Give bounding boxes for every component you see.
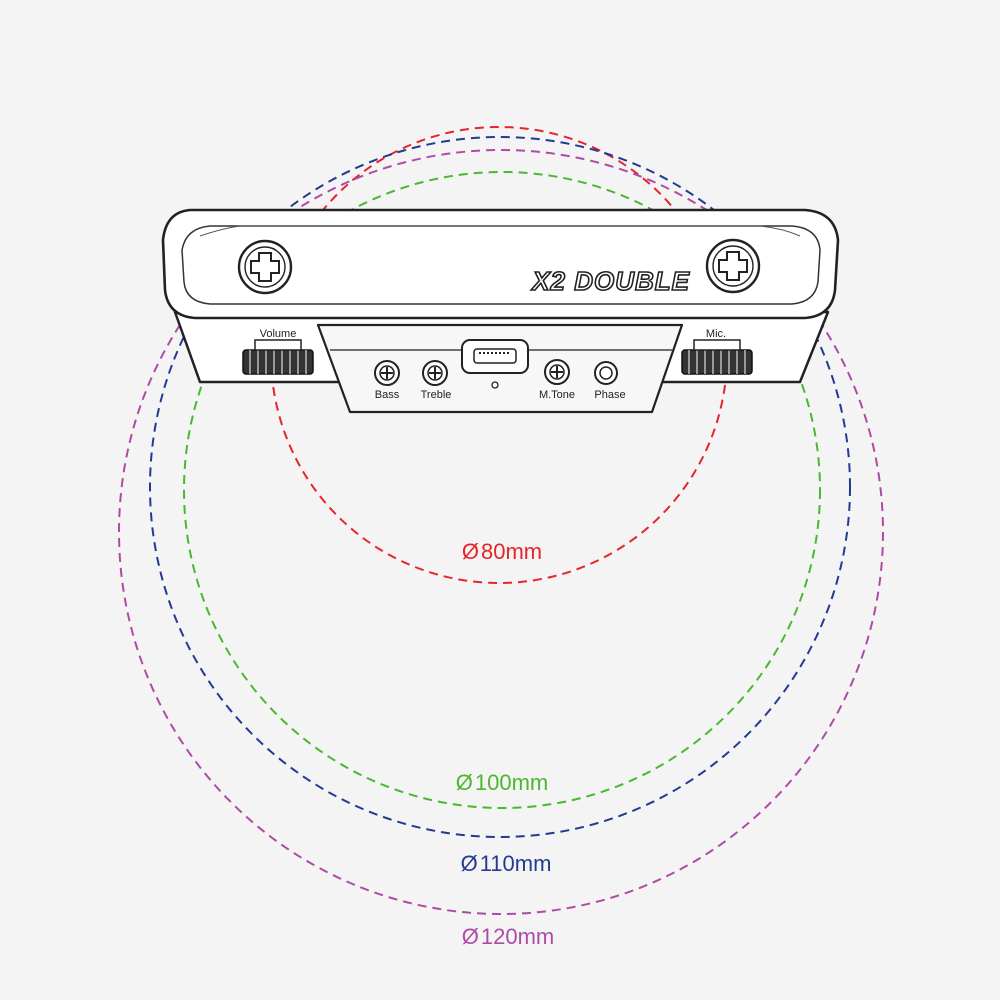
m-tone-label: M.Tone: [539, 389, 575, 401]
bass-label: Bass: [375, 389, 400, 401]
usb-port-icon: [461, 339, 529, 389]
label-110mm: Ø110mm: [461, 851, 552, 877]
diameter-100mm-text: 100mm: [474, 770, 549, 795]
phase-button[interactable]: [594, 361, 618, 385]
bass-knob[interactable]: [374, 360, 400, 386]
mic-wheel[interactable]: [681, 339, 753, 375]
circle-100mm: [183, 171, 821, 809]
diameter-symbol: Ø: [460, 851, 478, 876]
diameter-symbol: Ø: [461, 924, 479, 949]
right-screw-icon: [705, 238, 761, 294]
diameter-80mm-text: 80mm: [481, 539, 543, 564]
diameter-symbol: Ø: [455, 770, 473, 795]
brand-logo: X2 DOUBLE: [530, 266, 690, 296]
phase-label: Phase: [594, 389, 625, 401]
volume-wheel[interactable]: [242, 339, 314, 375]
pickup-top-bar: [161, 208, 840, 320]
circle-110mm: [149, 136, 851, 838]
left-screw-icon: [237, 239, 293, 295]
diameter-120mm-text: 120mm: [480, 924, 555, 949]
circle-120mm: [118, 149, 884, 915]
label-120mm: Ø120mm: [462, 924, 554, 950]
diameter-110mm-text: 110mm: [479, 851, 552, 876]
treble-label: Treble: [421, 389, 452, 401]
m-tone-knob[interactable]: [544, 359, 570, 385]
diameter-symbol: Ø: [461, 539, 479, 564]
treble-knob[interactable]: [422, 360, 448, 386]
volume-label: Volume: [260, 328, 297, 340]
label-100mm: Ø100mm: [456, 770, 548, 796]
label-80mm: Ø80mm: [462, 539, 542, 565]
mic-label: Mic.: [706, 328, 726, 340]
